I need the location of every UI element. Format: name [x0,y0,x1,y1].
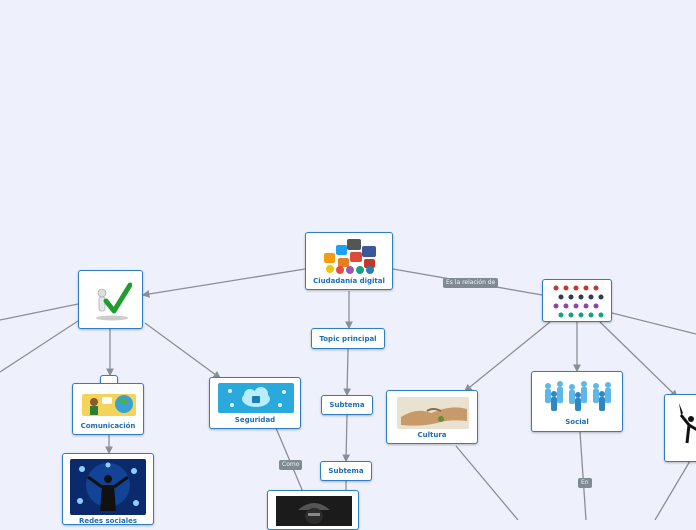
social-label: Social [565,418,589,426]
cultura-label: Cultura [417,431,447,439]
en-tag: En [578,478,592,488]
cultura-node[interactable]: Cultura [386,390,478,444]
comunicacion-label: Comunicación [80,422,136,430]
social-media-icons [324,239,376,274]
edge-cultura-down [455,445,519,520]
cloud-security-icon [218,383,294,413]
checkmark-person-icon [96,282,132,321]
subtema-label-2: Subtema [328,467,364,475]
right-node[interactable] [664,394,696,462]
topic-label: Topic principal [319,334,377,343]
subtema-node-1[interactable]: Subtema [321,395,373,415]
redes-node[interactable]: Redes sociales [62,453,154,525]
redes-label: Redes sociales [78,517,138,525]
edge-social-down [579,431,587,520]
edge-check-left-1 [0,303,79,321]
checkmark-node[interactable] [78,270,143,329]
edge-right-down [654,460,691,520]
edge-check-left-2 [0,320,79,373]
topic-node[interactable]: Topic principal [311,328,385,349]
crowd-icon [545,381,611,411]
seguridad-node[interactable]: Seguridad [209,377,301,429]
central-node[interactable]: Ciudadanía digital [305,232,393,290]
edge-social-group-far-right [611,312,696,335]
globe-chat-icon [82,394,136,416]
hacker-icon [276,496,352,526]
seguridad-label: Seguridad [234,416,276,424]
network-people-icon [70,459,146,515]
comunicacion-node[interactable]: Comunicación [72,383,144,435]
subtema-label-1: Subtema [329,401,365,409]
people-grid-icon [553,285,604,318]
edge-social-group-cultura [463,321,551,392]
social-group-node[interactable] [542,279,612,322]
subtema-node-2[interactable]: Subtema [320,461,372,481]
edge-central-checkmark [141,268,306,298]
edge-check-seguridad [144,322,222,379]
handshake-icon [397,397,469,429]
person-flag-icon [679,403,696,444]
relacion-tag: Es la relación de [443,278,499,288]
como-tag: Como [279,460,303,470]
hacker-node[interactable] [267,490,359,530]
social-node[interactable]: Social [531,371,623,432]
edge-topic-subtema [343,348,352,397]
central-label: Ciudadanía digital [313,277,385,285]
edge-subtema-subtema [342,414,351,463]
edge-social-group-right [599,321,678,398]
